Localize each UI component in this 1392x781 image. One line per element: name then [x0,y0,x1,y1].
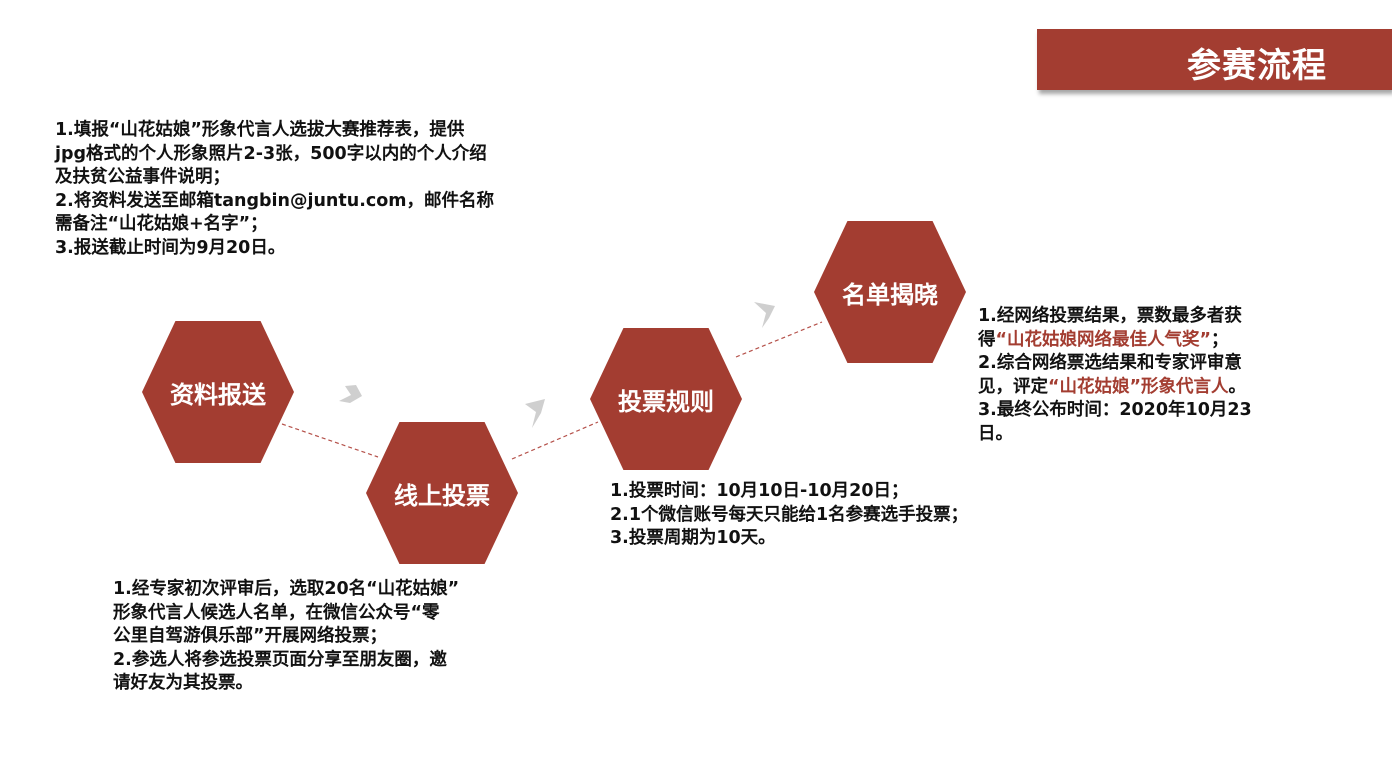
step-hex-online-vote: 线上投票 [366,422,518,564]
title-banner: 参赛流程 [1037,29,1392,90]
desc-line: 3.最终公布时间：2020年10月23 [978,400,1252,420]
desc-line: 日。 [978,423,1013,444]
chevron-arrow-icon [525,399,545,428]
desc-line: 请好友为其投票。 [113,673,253,693]
desc-line: 见，评定“山花姑娘”形象代言人。 [978,376,1252,400]
chevron-arrow-icon [754,302,775,328]
step-label: 资料报送 [170,380,266,409]
step-label: 投票规则 [618,387,714,416]
desc-line: 2.参选人将参选投票页面分享至朋友圈，邀 [113,649,447,670]
desc-text: 得 [978,329,996,350]
step-desc-announce: 1.经网络投票结果，票数最多者获 得“山花姑娘网络最佳人气奖”； 2.综合网络票… [978,305,1252,446]
desc-line: 1.填报“山花姑娘”形象代言人选拔大赛推荐表，提供 [55,120,465,140]
step-desc-online-vote: 1.经专家初次评审后，选取20名“山花姑娘” 形象代言人候选人名单，在微信公众号… [113,578,459,696]
desc-line: 得“山花姑娘网络最佳人气奖”； [978,329,1252,353]
desc-line: 3.报送截止时间为9月20日。 [55,237,286,258]
desc-line: 及扶贫公益事件说明； [55,167,230,187]
desc-line: jpg格式的个人形象照片2-3张，500字以内的个人介绍 [55,143,487,164]
desc-line: 1.经专家初次评审后，选取20名“山花姑娘” [113,579,460,599]
desc-text: ； [1211,329,1229,350]
step-desc-submit: 1.填报“山花姑娘”形象代言人选拔大赛推荐表，提供 jpg格式的个人形象照片2-… [55,119,494,260]
desc-line: 需备注“山花姑娘+名字”； [55,214,268,234]
desc-line: 2.综合网络票选结果和专家评审意 [978,353,1242,373]
award-highlight: “山花姑娘网络最佳人气奖” [995,329,1212,350]
step-label: 线上投票 [394,481,490,510]
desc-line: 1.经网络投票结果，票数最多者获 [978,306,1242,326]
desc-line: 2.1个微信账号每天只能给1名参赛选手投票； [610,504,969,525]
connector-line [281,423,379,458]
step-label: 名单揭晓 [842,280,938,309]
step-hex-submit: 资料报送 [142,321,294,463]
desc-line: 2.将资料发送至邮箱tangbin@juntu.com，邮件名称 [55,190,494,211]
step-hex-vote-rules: 投票规则 [590,328,742,470]
step-hex-announce: 名单揭晓 [814,221,966,363]
desc-line: 1.投票时间：10月10日-10月20日； [610,481,909,501]
connector-line [735,321,823,358]
page-title: 参赛流程 [1187,46,1327,86]
connector-line [511,421,599,460]
chevron-arrow-icon [339,385,362,403]
desc-line: 形象代言人候选人名单，在微信公众号“零 [113,602,440,623]
desc-line: 公里自驾游俱乐部”开展网络投票； [113,626,388,646]
desc-text: 见，评定 [978,376,1048,397]
title-highlight: “山花姑娘”形象代言人 [1048,376,1229,397]
desc-line: 3.投票周期为10天。 [610,528,776,548]
step-desc-vote-rules: 1.投票时间：10月10日-10月20日； 2.1个微信账号每天只能给1名参赛选… [610,480,968,551]
desc-text: 。 [1228,376,1247,397]
